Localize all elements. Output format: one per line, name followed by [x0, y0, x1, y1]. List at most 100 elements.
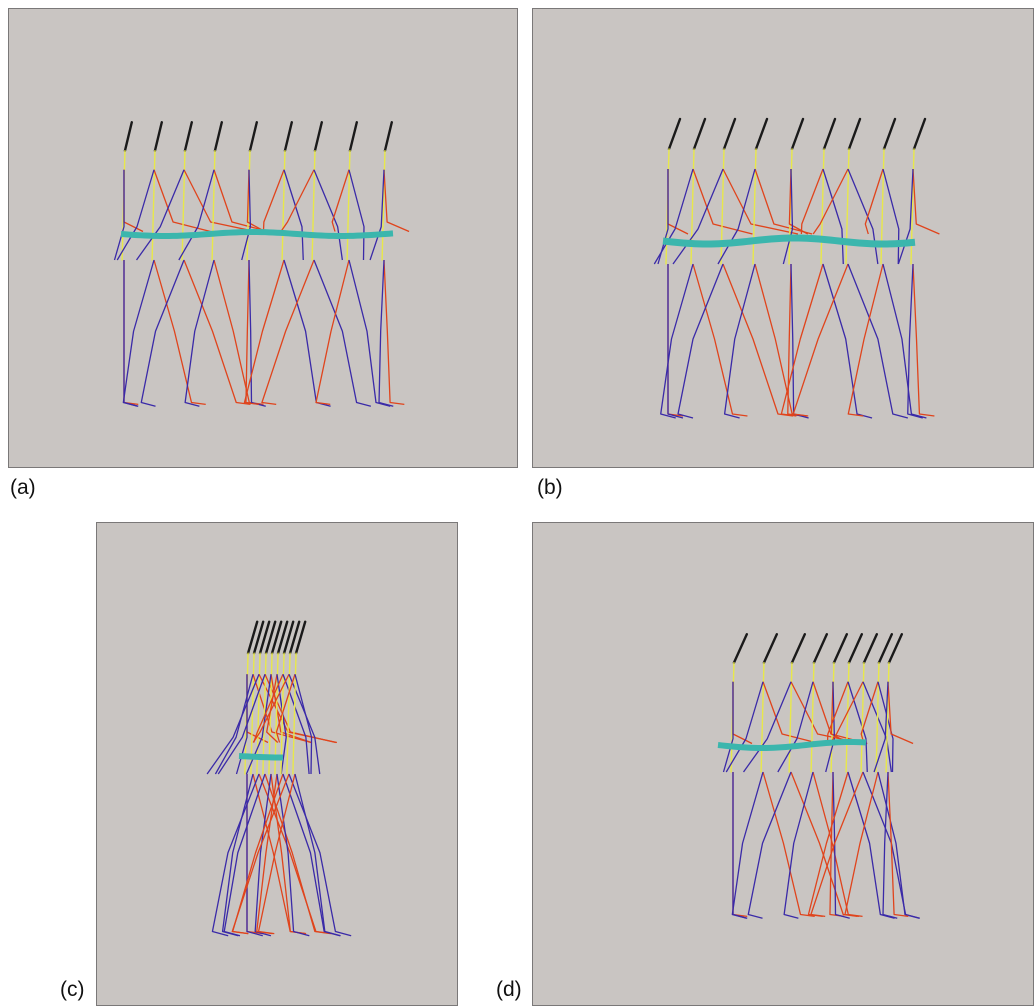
- right-arm: [913, 169, 939, 234]
- left-leg: [379, 260, 393, 406]
- stick-figures-b: [533, 9, 1034, 469]
- left-arm: [778, 682, 813, 772]
- head-segment: [884, 119, 895, 149]
- torso-segment: [861, 663, 864, 772]
- right-leg: [384, 260, 404, 404]
- right-leg: [888, 772, 908, 916]
- panel-d-label: (d): [496, 978, 522, 1002]
- torso-segment: [282, 151, 285, 260]
- torso-segment: [293, 653, 296, 774]
- left-leg: [908, 264, 923, 418]
- left-leg: [295, 774, 341, 936]
- torso-segment: [753, 149, 756, 264]
- right-arm: [384, 170, 409, 232]
- right-leg: [791, 772, 857, 916]
- head-segment: [792, 634, 805, 663]
- right-leg: [808, 772, 848, 916]
- right-arm: [214, 170, 268, 232]
- torso-segment: [789, 663, 792, 772]
- right-arm: [668, 169, 688, 234]
- left-leg: [848, 264, 908, 418]
- right-arm: [124, 170, 143, 232]
- left-leg: [661, 264, 693, 418]
- head-segment: [385, 122, 392, 151]
- right-arm: [813, 169, 848, 234]
- left-arm: [314, 170, 342, 260]
- torso-segment: [811, 663, 814, 772]
- torso-segment: [821, 149, 824, 264]
- left-arm: [848, 682, 867, 772]
- right-arm: [865, 169, 883, 234]
- head-segment: [849, 634, 862, 663]
- left-leg: [883, 772, 897, 918]
- hip-trajectory: [239, 756, 283, 758]
- right-arm: [184, 170, 255, 232]
- torso-segment: [347, 151, 350, 260]
- panel-b-walk-sequence: [532, 8, 1034, 468]
- head-segment: [914, 119, 925, 149]
- right-arm: [263, 170, 284, 232]
- left-leg: [185, 260, 214, 406]
- torso-segment: [287, 653, 290, 774]
- left-leg: [678, 264, 723, 418]
- head-segment: [792, 119, 803, 149]
- torso-segment: [212, 151, 215, 260]
- right-leg: [259, 774, 295, 934]
- panel-a-walk-sequence: [8, 8, 518, 468]
- left-leg: [784, 772, 813, 918]
- left-leg: [349, 260, 390, 406]
- left-arm: [848, 169, 878, 264]
- left-arm: [242, 170, 251, 260]
- right-arm: [332, 170, 349, 232]
- right-leg: [693, 264, 747, 416]
- right-arm: [281, 170, 314, 232]
- left-leg: [725, 264, 755, 418]
- head-segment: [734, 634, 747, 663]
- right-arm: [723, 169, 798, 234]
- left-leg: [123, 260, 154, 406]
- head-segment: [694, 119, 705, 149]
- hip-trajectory: [121, 232, 393, 236]
- head-segment: [824, 119, 835, 149]
- torso-segment: [152, 151, 155, 260]
- left-leg: [732, 772, 763, 918]
- left-arm: [137, 170, 184, 260]
- head-segment: [125, 122, 132, 151]
- left-leg: [823, 264, 872, 418]
- left-arm: [783, 169, 792, 264]
- right-arm: [755, 169, 812, 234]
- head-segment: [764, 634, 777, 663]
- torso-segment: [182, 151, 185, 260]
- right-leg: [913, 264, 934, 416]
- torso-segment: [846, 663, 849, 772]
- left-arm: [284, 170, 303, 260]
- head-segment: [155, 122, 162, 151]
- torso-segment: [761, 663, 764, 772]
- head-segment: [864, 634, 877, 663]
- right-leg: [668, 264, 683, 416]
- right-leg: [154, 260, 206, 404]
- left-arm: [349, 170, 364, 260]
- stick-figures-d: [533, 523, 1034, 1007]
- panel-b-label: (b): [537, 476, 563, 500]
- right-leg: [214, 260, 264, 404]
- head-segment: [669, 119, 680, 149]
- left-leg: [284, 260, 331, 406]
- stick-figures-a: [9, 9, 519, 469]
- head-segment: [250, 122, 257, 151]
- torso-segment: [312, 151, 315, 260]
- head-segment: [350, 122, 357, 151]
- head-segment: [285, 122, 292, 151]
- right-leg: [845, 772, 878, 916]
- left-leg: [668, 264, 683, 418]
- left-leg: [249, 260, 266, 406]
- head-segment: [756, 119, 767, 149]
- panel-d-walk-sequence: [532, 522, 1034, 1006]
- head-segment: [185, 122, 192, 151]
- right-leg: [246, 260, 260, 404]
- hip-trajectory: [718, 742, 866, 748]
- torso-segment: [876, 663, 879, 772]
- head-segment: [849, 119, 860, 149]
- panel-c-walk-sequence: [96, 522, 458, 1006]
- right-arm: [733, 682, 752, 744]
